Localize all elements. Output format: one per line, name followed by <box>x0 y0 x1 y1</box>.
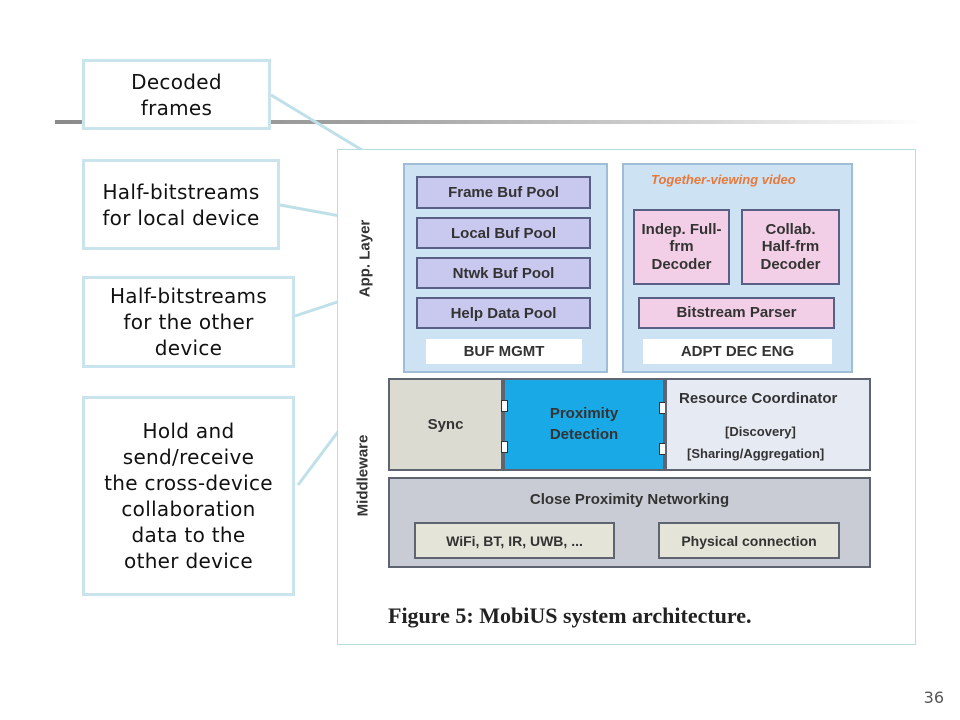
adpt-dec-eng-label: ADPT DEC ENG <box>643 339 832 364</box>
resource-sharing-text: [Sharing/Aggregation] <box>687 446 825 461</box>
figure-caption: Figure 5: MobiUS system architecture. <box>388 603 752 628</box>
indep-decoder-text: Indep. Full-frm Decoder <box>641 221 722 273</box>
callout-half-other: Half-bitstreams for the other device <box>82 276 295 368</box>
title-divider-line <box>55 120 925 124</box>
callout-hold-send: Hold and send/receive the cross-device c… <box>82 396 295 596</box>
proximity-detection-text: Proximity Detection <box>549 405 619 443</box>
frame-buf-pool: Frame Buf Pool <box>416 176 591 209</box>
connector-notch <box>501 400 508 412</box>
proximity-detection-block: Proximity Detection <box>503 378 665 471</box>
resource-discovery-text: [Discovery] <box>725 424 796 439</box>
page-number: 36 <box>923 688 944 707</box>
close-proximity-networking-title: Close Proximity Networking <box>529 491 730 508</box>
ntwk-buf-pool: Ntwk Buf Pool <box>416 257 591 289</box>
together-viewing-label: Together-viewing video <box>651 172 796 187</box>
wifi-bt-box: WiFi, BT, IR, UWB, ... <box>414 522 615 559</box>
middleware-label: Middleware <box>354 434 372 517</box>
callout-half-local-text: Half-bitstreams for local device <box>102 179 260 230</box>
app-layer-label: App. Layer <box>356 219 374 298</box>
connector-notch <box>501 441 508 453</box>
callout-decoded-frames: Decoded frames <box>82 59 271 130</box>
physical-connection-box: Physical connection <box>658 522 840 559</box>
indep-decoder: Indep. Full-frm Decoder <box>633 209 730 285</box>
callout-half-local: Half-bitstreams for local device <box>82 159 280 250</box>
collab-decoder: Collab. Half-frm Decoder <box>741 209 840 285</box>
callout-decoded-text: Decoded frames <box>131 69 222 120</box>
sync-block: Sync <box>388 378 503 471</box>
resource-coordinator-block: Resource Coordinator [Discovery] [Sharin… <box>665 378 871 471</box>
callout-half-other-text: Half-bitstreams for the other device <box>109 284 268 360</box>
bitstream-parser: Bitstream Parser <box>638 297 835 329</box>
collab-decoder-text: Collab. Half-frm Decoder <box>760 221 821 273</box>
callout-hold-text: Hold and send/receive the cross-device c… <box>104 419 273 573</box>
local-buf-pool: Local Buf Pool <box>416 217 591 249</box>
buf-mgmt-label: BUF MGMT <box>426 339 582 364</box>
resource-coordinator-title: Resource Coordinator <box>679 390 838 407</box>
help-data-pool: Help Data Pool <box>416 297 591 329</box>
